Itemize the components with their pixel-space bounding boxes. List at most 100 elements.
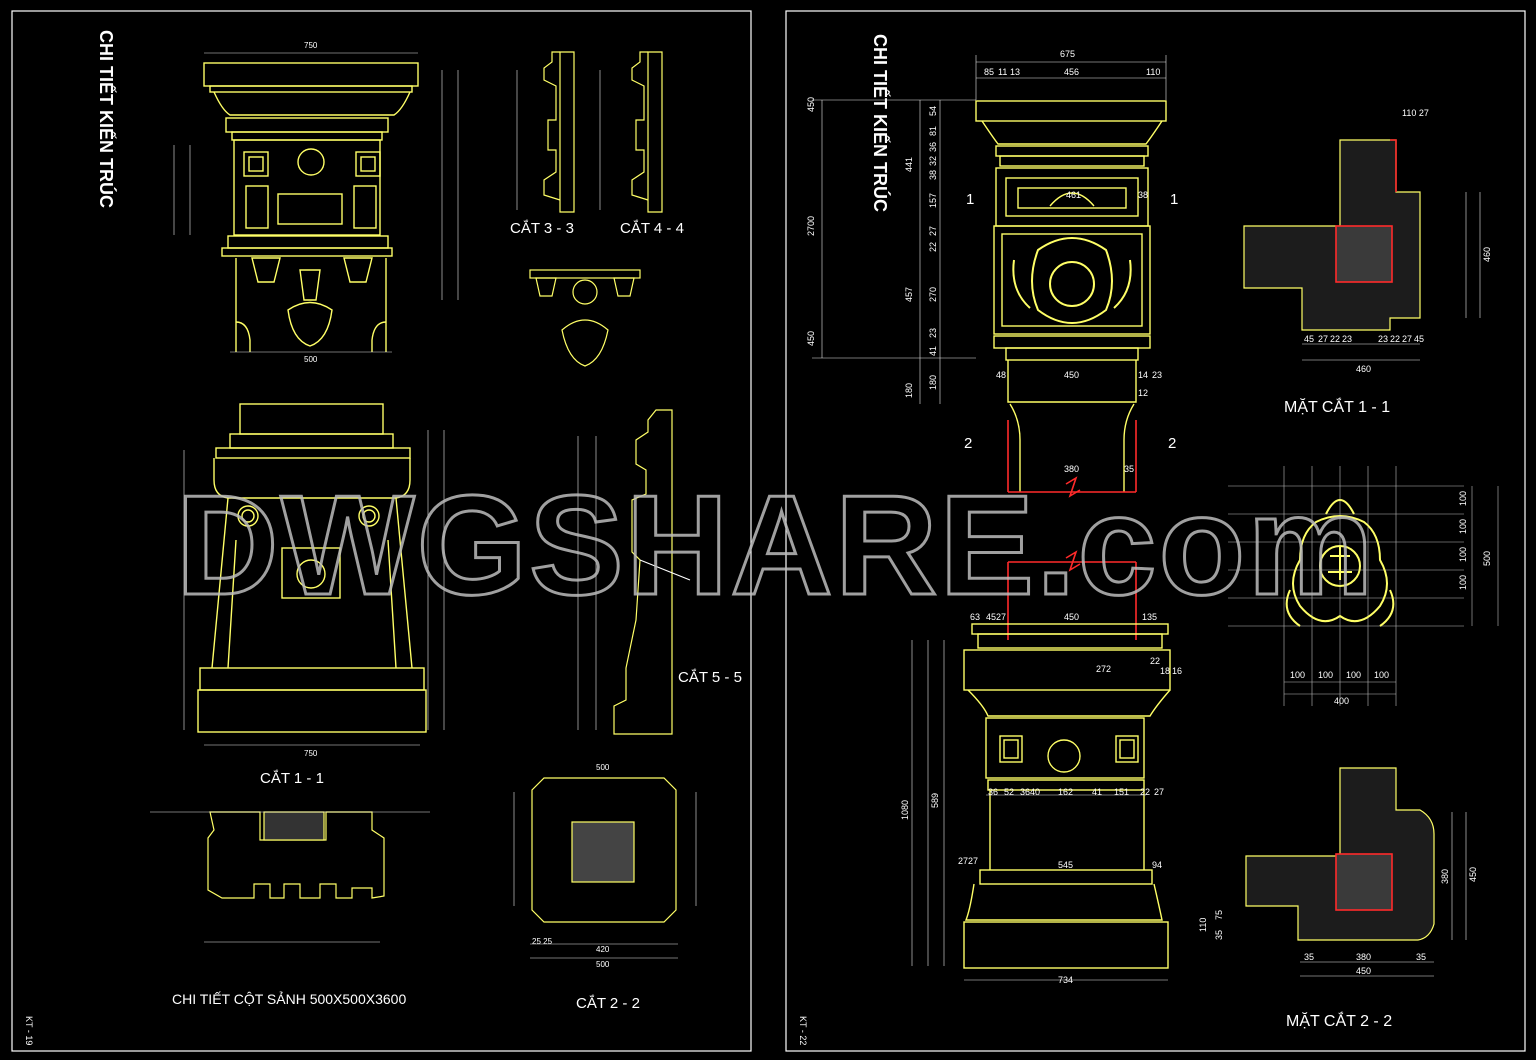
- dim-mc22-v380: 380: [1440, 869, 1450, 884]
- dim-270: 270: [928, 287, 938, 302]
- dim-54: 54: [928, 106, 938, 116]
- dim-ornament-v100b: 100: [1458, 519, 1468, 534]
- marker-2-right: 2: [1168, 435, 1176, 452]
- dim-41: 41: [1092, 787, 1102, 797]
- dim-450-bottom: 450: [806, 331, 816, 346]
- sheet-right-title: CHI TIẾT KIẾN TRÚC: [870, 34, 891, 212]
- dim-36: 36: [988, 787, 998, 797]
- dim-23v: 23: [928, 328, 938, 338]
- section-4-4-profile: [631, 51, 663, 213]
- dim-22: 22: [1150, 656, 1160, 666]
- dim-380: 380: [1064, 464, 1079, 474]
- section-2-2-plan: [513, 777, 697, 959]
- dim-180-left: 180: [904, 383, 914, 398]
- dim-110-27: 110 27: [1402, 108, 1429, 118]
- dim-plan-inner: 420: [596, 945, 610, 954]
- sheet-left-title: CHI TIẾT KIẾN TRÚC: [96, 30, 117, 208]
- dim-734: 734: [1058, 975, 1073, 985]
- dim-mc11-22b: 22: [1390, 334, 1400, 344]
- sheet-left-frame: [11, 10, 752, 1052]
- label-cat-1-1: CẮT 1 - 1: [260, 769, 324, 787]
- dim-35: 35: [1124, 464, 1134, 474]
- dim-ornament-500: 500: [1482, 551, 1492, 566]
- dim-94: 94: [1152, 860, 1162, 870]
- dim-mc11-45b: 45: [1414, 334, 1424, 344]
- dim-mc22-450: 450: [1356, 966, 1371, 976]
- dim-3640: 3640: [1020, 787, 1040, 797]
- dim-157: 157: [928, 193, 938, 208]
- dim-36: 36: [928, 142, 938, 152]
- dim-14: 14: [1138, 370, 1148, 380]
- dim-12: 12: [1138, 388, 1148, 398]
- dim-mc22-35b: 35: [1416, 952, 1426, 962]
- pedestal-elevation: [963, 623, 1171, 969]
- dim-16: 16: [1172, 666, 1182, 676]
- dim-450-neck: 450: [1064, 370, 1079, 380]
- dim-mc22-v450: 450: [1468, 867, 1478, 882]
- dim-457: 457: [904, 287, 914, 302]
- dim-81: 81: [928, 126, 938, 136]
- dim-2727: 2727: [958, 856, 978, 866]
- label-cat-2-2: CẮT 2 - 2: [576, 994, 640, 1012]
- pedestal-dims: [911, 640, 1168, 981]
- dim-11: 11: [998, 67, 1007, 77]
- marker-2-left: 2: [964, 435, 972, 452]
- dim-chain-elevation: [183, 430, 445, 746]
- dim-545: 545: [1058, 860, 1073, 870]
- dim-41v: 41: [928, 346, 938, 356]
- dim-ornament-100a: 100: [1290, 670, 1305, 680]
- dim-460-bottom: 460: [1356, 364, 1371, 374]
- dim-500-neck: 500: [304, 355, 318, 364]
- dim-ornament-400: 400: [1334, 696, 1349, 706]
- dim-180: 180: [928, 375, 938, 390]
- dim-mc22-380: 380: [1356, 952, 1371, 962]
- dim-mc22-35left: 35: [1214, 930, 1224, 940]
- section-3-3-profile: [543, 51, 575, 213]
- dim-ornament-v100d: 100: [1458, 575, 1468, 590]
- sheet-right-frame: [785, 10, 1526, 1052]
- label-cat-3-3: CẮT 3 - 3: [510, 219, 574, 237]
- plan-section-2-2: [1245, 767, 1467, 977]
- dim-27v: 27: [928, 226, 938, 236]
- dim-589: 589: [930, 793, 940, 808]
- ornament-grid: [1228, 466, 1499, 706]
- dim-441: 441: [904, 157, 914, 172]
- dim-ornament-100d: 100: [1374, 670, 1389, 680]
- dim-272: 272: [1096, 664, 1111, 674]
- dim-85: 85: [984, 67, 994, 77]
- dim-mc22-110: 110: [1198, 918, 1208, 932]
- plan-section-hatch-left: [150, 811, 430, 943]
- dim-mc11-45a: 45: [1304, 334, 1314, 344]
- sheet-left-code: KT - 19: [24, 1016, 34, 1045]
- dim-32: 32: [928, 156, 938, 166]
- dim-460-right: 460: [1482, 247, 1492, 262]
- column-shaft: [1007, 403, 1137, 640]
- dim-456: 456: [1064, 67, 1079, 77]
- dim-base-width: 750: [304, 749, 318, 758]
- dim-mc11-22a: 22: [1330, 334, 1340, 344]
- dim-mc11-27a: 27: [1318, 334, 1328, 344]
- marker-1-left: 1: [966, 191, 974, 208]
- dim-675: 675: [1060, 49, 1075, 59]
- dim-48: 48: [996, 370, 1006, 380]
- label-cat-4-4: CẮT 4 - 4: [620, 219, 684, 237]
- dim-750-top: 750: [304, 41, 318, 50]
- dim-mc11-27b: 27: [1402, 334, 1412, 344]
- dim-450-pedestal: 450: [1064, 612, 1079, 622]
- dim-23: 23: [1152, 370, 1162, 380]
- dim-mc11-23b: 23: [1378, 334, 1388, 344]
- sheet-right-code: KT - 22: [798, 1016, 808, 1045]
- dim-110: 110: [1146, 67, 1160, 77]
- ornament-detail-small: [529, 269, 641, 367]
- label-cat-5-5: CẮT 5 - 5: [678, 668, 742, 686]
- dim-ornament-v100a: 100: [1458, 491, 1468, 506]
- dim-27b: 27: [1154, 787, 1164, 797]
- dim-22v: 22: [928, 242, 938, 252]
- section-5-5-profile: [577, 409, 691, 735]
- dim-151: 151: [1114, 787, 1129, 797]
- dim-135: 135: [1142, 612, 1157, 622]
- dim-ornament-100b: 100: [1318, 670, 1333, 680]
- dim-22b: 22: [1140, 787, 1150, 797]
- dim-4527: 4527: [986, 612, 1006, 622]
